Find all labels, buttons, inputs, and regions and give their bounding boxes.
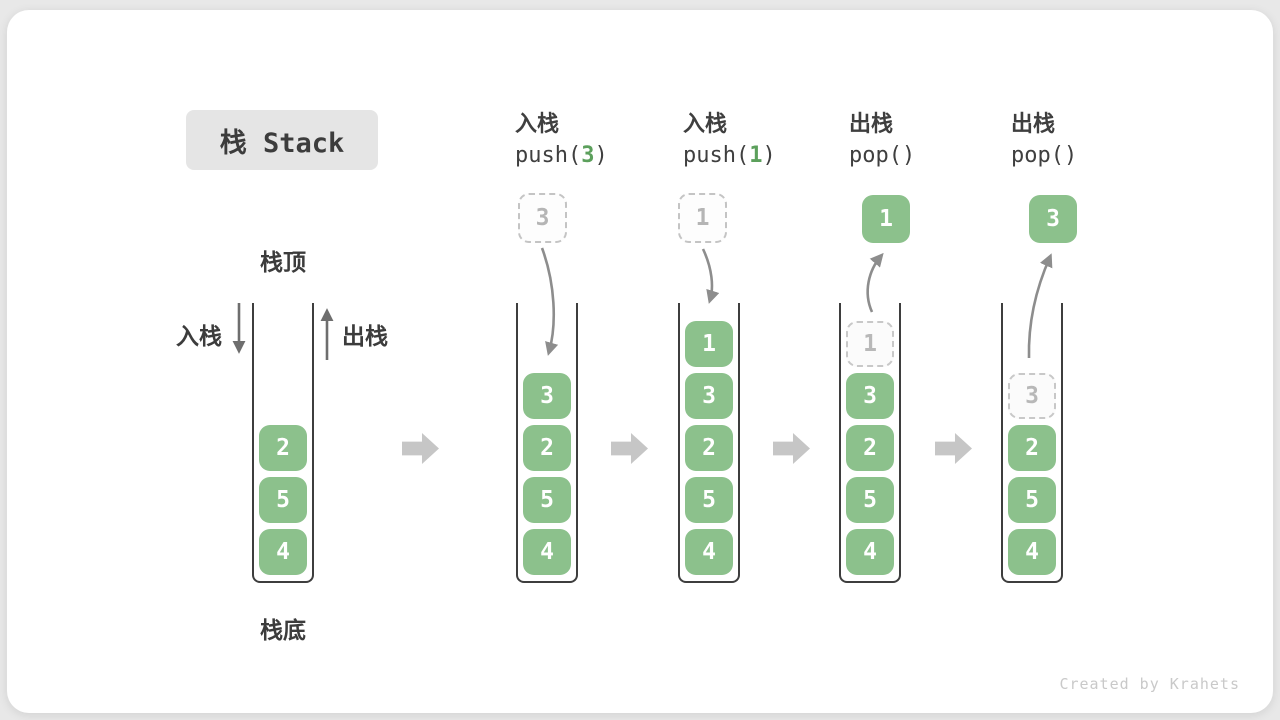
op-label-cjk: 出栈: [1011, 111, 1056, 136]
stack-cell-ghost: 1: [846, 321, 894, 367]
op-code: push(1): [683, 143, 776, 168]
stack-container: [678, 303, 740, 583]
stack-cell: 4: [846, 529, 894, 575]
op-code-pre: push(: [515, 143, 582, 168]
op-code-post: ): [1063, 143, 1078, 168]
stack-cell: 4: [685, 529, 733, 575]
page-title: 栈 Stack: [219, 127, 345, 159]
stack-container: [252, 303, 314, 583]
stack-cell-ghost: 3: [1008, 373, 1056, 419]
stack-cell: 5: [523, 477, 571, 523]
op-label-cjk: 入栈: [515, 111, 560, 136]
stack-cell: 3: [846, 373, 894, 419]
op-label-cjk: 入栈: [683, 111, 728, 136]
pending-value-box: 3: [518, 193, 567, 243]
stack-cell: 2: [259, 425, 307, 471]
stack-cell: 3: [685, 373, 733, 419]
stack-container: [1001, 303, 1063, 583]
watermark: Created by Krahets: [1059, 675, 1240, 693]
op-code-post: ): [901, 143, 916, 168]
stack-cell: 2: [1008, 425, 1056, 471]
push-side-label: 入栈: [176, 323, 222, 349]
title-box: 栈 Stack: [186, 110, 378, 170]
stack-cell: 5: [685, 477, 733, 523]
pending-value-box: 1: [678, 193, 727, 243]
stack-container: [839, 303, 901, 583]
popped-value-box: 3: [1029, 195, 1077, 243]
op-code: pop(): [1011, 143, 1077, 168]
op-code-post: ): [594, 143, 608, 168]
stack-bottom-label: 栈底: [260, 617, 306, 643]
op-code-post: ): [762, 143, 776, 168]
stack-cell: 5: [259, 477, 307, 523]
op-label-cjk: 出栈: [849, 111, 894, 136]
stack-top-label: 栈顶: [260, 249, 306, 275]
op-code-pre: pop(: [1011, 143, 1064, 168]
stack-cell: 5: [1008, 477, 1056, 523]
stack-cell: 5: [846, 477, 894, 523]
stack-cell: 4: [259, 529, 307, 575]
stack-cell: 4: [523, 529, 571, 575]
op-code: push(3): [515, 143, 608, 168]
op-code-pre: push(: [683, 143, 750, 168]
stack-container: [516, 303, 578, 583]
stack-cell: 2: [523, 425, 571, 471]
op-code: pop(): [849, 143, 915, 168]
stack-cell: 3: [523, 373, 571, 419]
stack-cell: 4: [1008, 529, 1056, 575]
op-code-arg: 3: [581, 143, 595, 168]
stack-cell: 2: [685, 425, 733, 471]
pop-side-label: 出栈: [342, 323, 388, 349]
op-code-arg: 1: [749, 143, 763, 168]
stack-cell: 2: [846, 425, 894, 471]
stack-cell: 1: [685, 321, 733, 367]
op-code-pre: pop(: [849, 143, 902, 168]
popped-value-box: 1: [862, 195, 910, 243]
